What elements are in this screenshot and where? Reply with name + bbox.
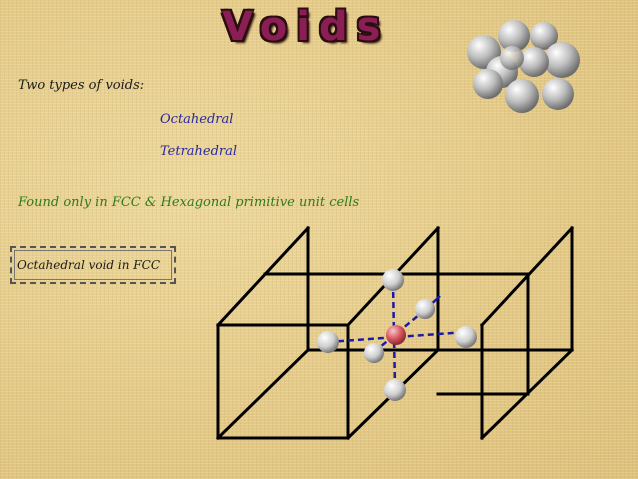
- bond-line: [327, 330, 467, 344]
- octahedral-void-label: Octahedral void in FCC: [10, 246, 176, 284]
- void-type-octahedral: Octahedral: [160, 112, 234, 127]
- lattice-edge: [215, 347, 311, 441]
- cluster-atom: [505, 79, 539, 113]
- slide-title: Voids: [222, 4, 390, 50]
- cluster-atom: [519, 47, 549, 77]
- cluster-atom: [542, 78, 574, 110]
- face-atom-bottom: [384, 379, 406, 401]
- face-atom-back: [415, 299, 435, 319]
- face-atom-left: [317, 331, 339, 353]
- cluster-atom: [500, 46, 524, 70]
- intro-text: Two types of voids:: [18, 78, 145, 93]
- void-type-tetrahedral: Tetrahedral: [160, 144, 238, 159]
- cluster-atom: [498, 20, 530, 52]
- lattice-edge: [215, 225, 311, 328]
- face-atom-top: [382, 269, 404, 291]
- face-atom-front: [364, 343, 384, 363]
- atom-cluster-image: [467, 20, 580, 113]
- cluster-atom: [473, 69, 503, 99]
- lattice-edges: [215, 225, 575, 441]
- octahedral-void-atom: [386, 325, 406, 345]
- face-atom-right: [455, 326, 477, 348]
- cluster-atom: [530, 22, 558, 50]
- fcc-hex-note: Found only in FCC & Hexagonal primitive …: [18, 195, 360, 210]
- cluster-atom: [544, 42, 580, 78]
